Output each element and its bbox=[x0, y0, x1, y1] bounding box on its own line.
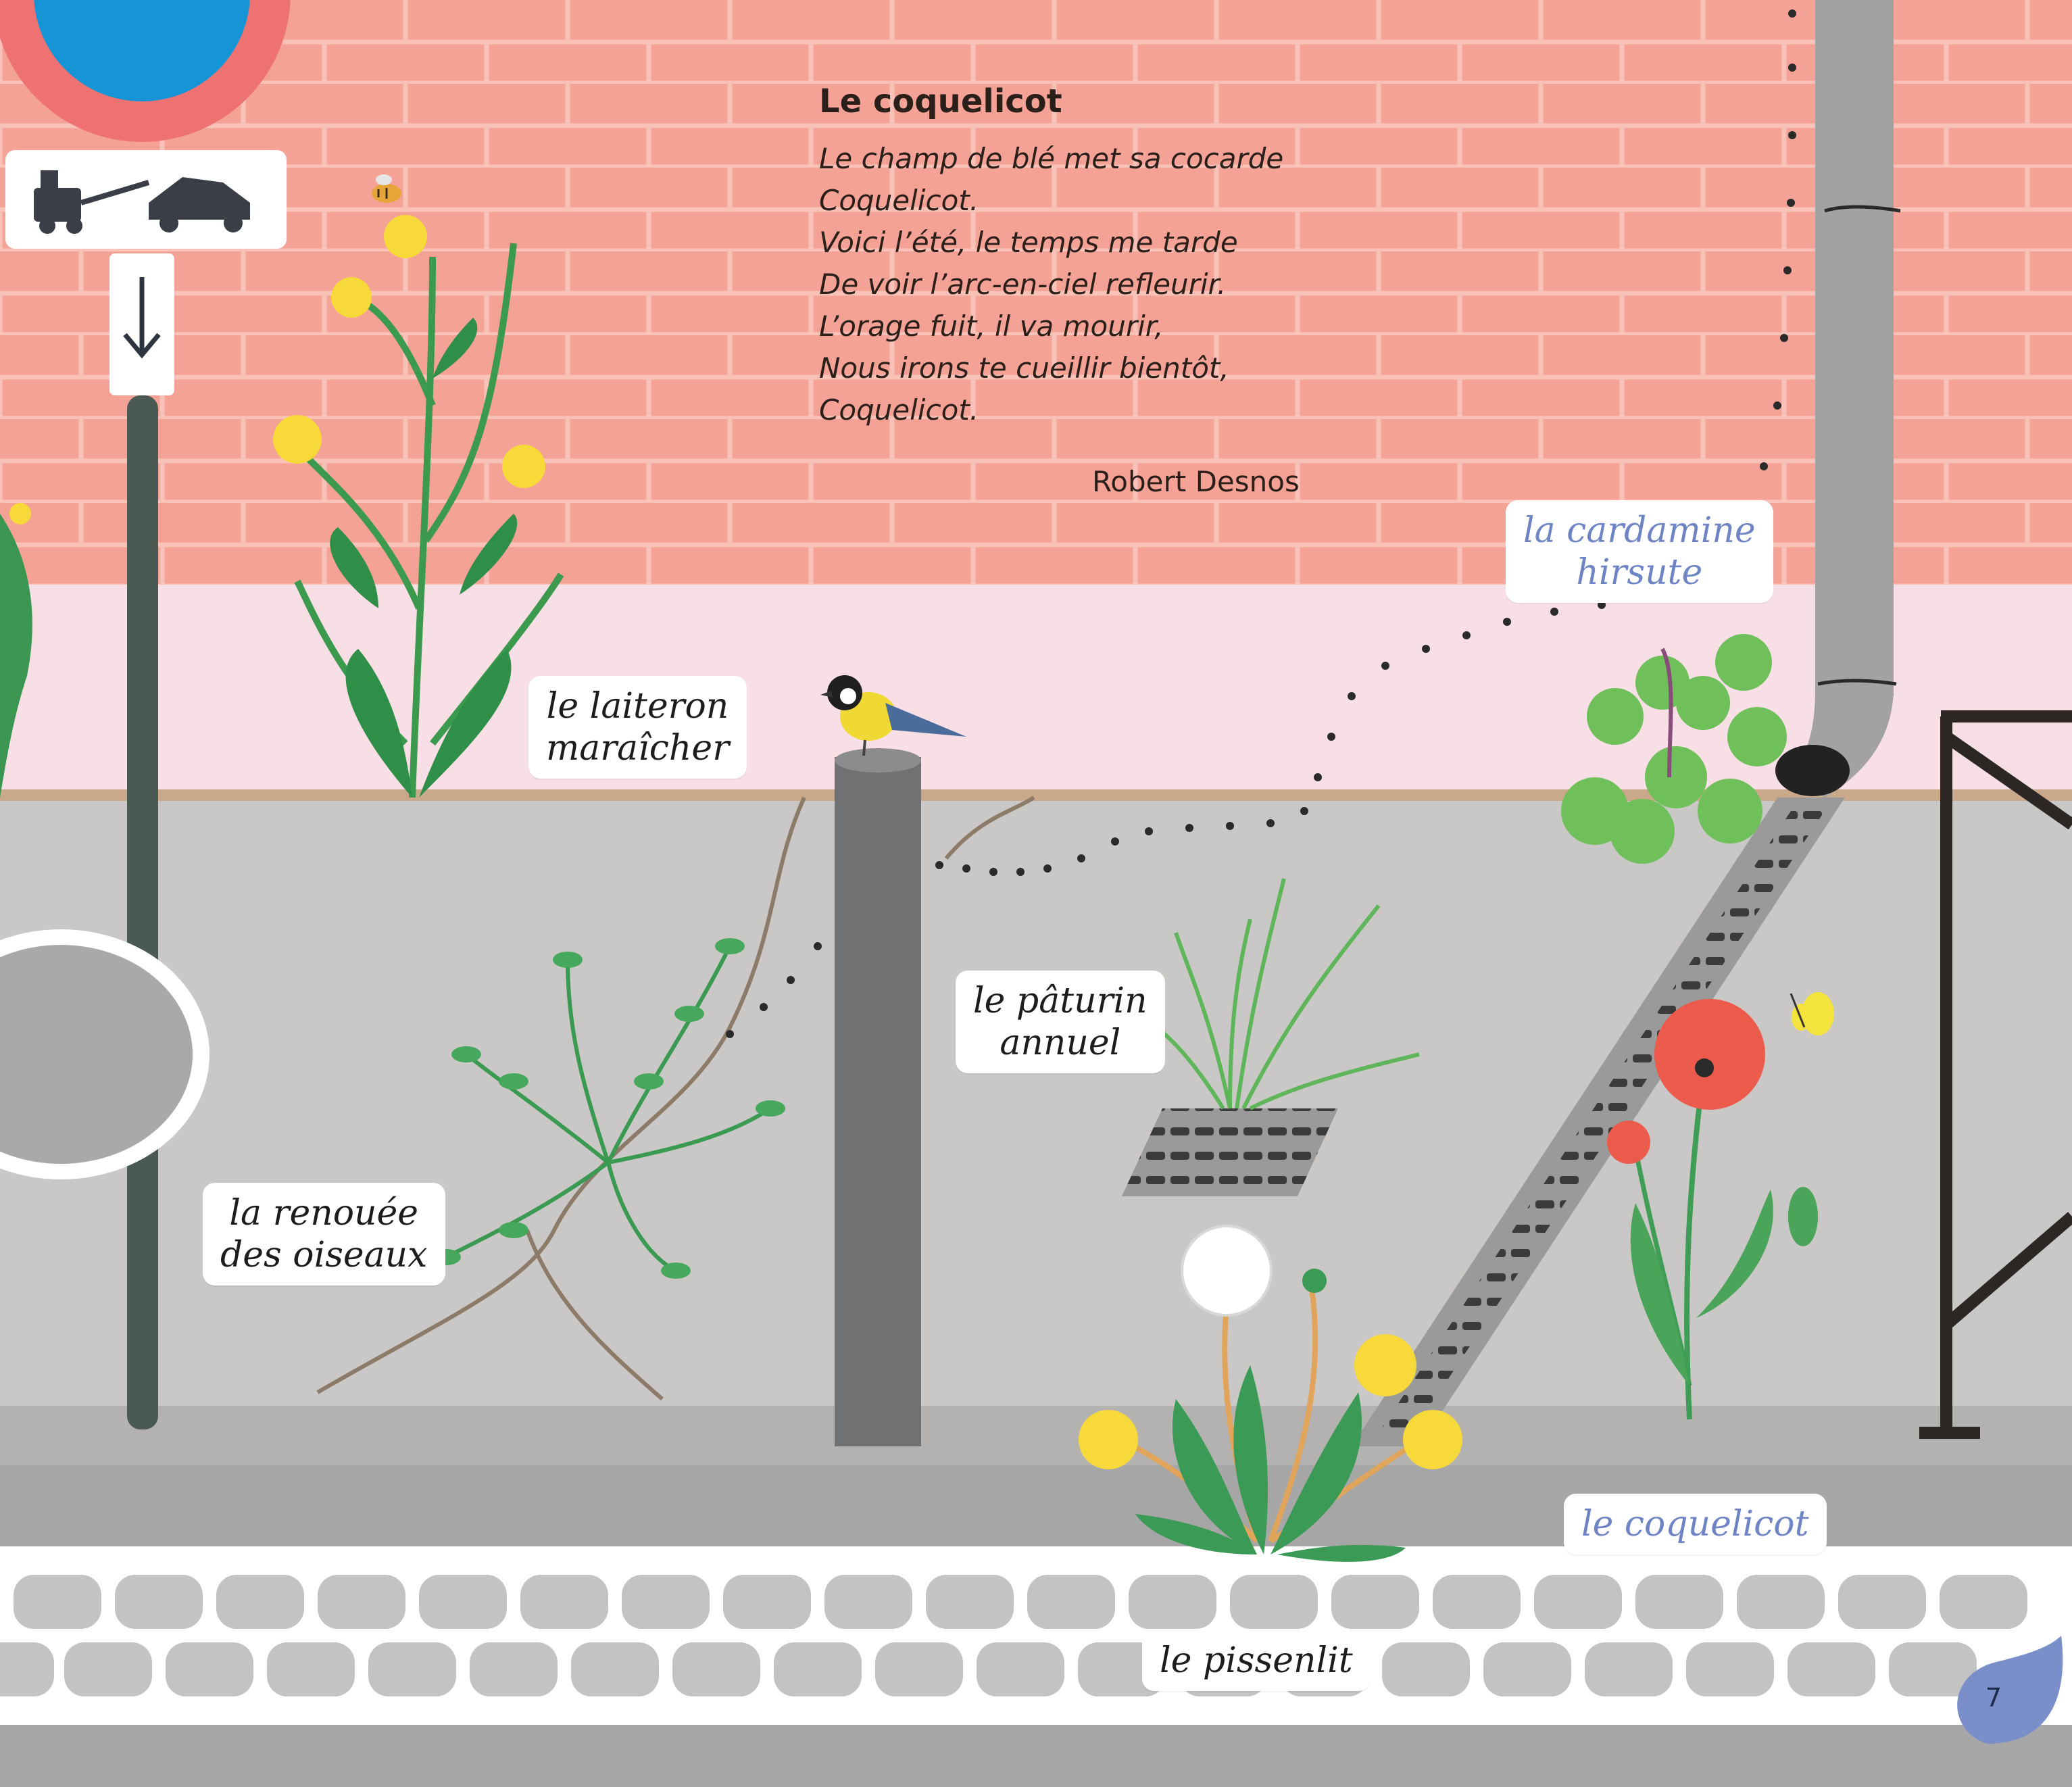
sign-pole bbox=[127, 395, 158, 1429]
poem-line: L’orage fuit, il va mourir, bbox=[819, 310, 1164, 343]
poem-line: Voici l’été, le temps me tarde bbox=[819, 226, 1238, 259]
ant-trail bbox=[726, 9, 1796, 1038]
small-grate bbox=[1122, 1108, 1338, 1196]
label-line: hirsute bbox=[1576, 552, 1703, 593]
page-leaf-icon bbox=[1957, 1636, 2063, 1744]
manhole-cover bbox=[0, 929, 209, 1179]
label-line: le laiteron bbox=[546, 686, 729, 727]
soil-strip bbox=[0, 789, 2072, 804]
dandelion-plant bbox=[1079, 1225, 1462, 1562]
cardamine-plant bbox=[1561, 634, 1787, 864]
poem-author: Robert Desnos bbox=[1092, 465, 1300, 498]
tit-bird bbox=[820, 675, 966, 756]
label-line: maraîcher bbox=[546, 728, 730, 768]
label-laiteron: le laiteron maraîcher bbox=[528, 676, 747, 779]
label-line: la renouée bbox=[229, 1193, 419, 1233]
road bbox=[0, 1722, 2072, 1787]
drain-channel bbox=[1352, 798, 1845, 1446]
railing bbox=[1919, 710, 2072, 1439]
label-renouee: la renouée des oiseaux bbox=[203, 1183, 445, 1286]
page-number: 7 bbox=[1985, 1683, 2002, 1713]
label-cardamine: la cardamine hirsute bbox=[1506, 500, 1773, 603]
pavement-cracks bbox=[316, 795, 1035, 1401]
bollard bbox=[835, 748, 921, 1446]
pink-wall-band bbox=[0, 585, 2072, 801]
poem-line: Coquelicot. bbox=[819, 393, 979, 426]
poem-block: Le coquelicot Le champ de blé met sa coc… bbox=[819, 82, 1360, 431]
laiteron-plant bbox=[273, 215, 564, 798]
bee bbox=[372, 174, 401, 203]
label-line: le pâturin bbox=[973, 981, 1148, 1021]
label-line: annuel bbox=[1000, 1023, 1121, 1063]
no-parking-sign bbox=[0, 0, 291, 1429]
curb-top bbox=[0, 1406, 2072, 1467]
poem-line: Nous irons te cueillir bientôt, bbox=[819, 351, 1229, 385]
label-paturin: le pâturin annuel bbox=[956, 971, 1165, 1073]
butterfly bbox=[1790, 992, 1834, 1035]
downpipe bbox=[1775, 0, 1901, 798]
renouee-leaves bbox=[431, 938, 785, 1279]
renouee-plant bbox=[445, 945, 772, 1273]
poem-line: Le champ de blé met sa cocarde bbox=[819, 142, 1284, 175]
label-line: la cardamine bbox=[1523, 510, 1756, 551]
poppy-plant bbox=[1607, 999, 1818, 1420]
poem-line: De voir l’arc-en-ciel refleurir. bbox=[819, 268, 1227, 301]
poem-line: Coquelicot. bbox=[819, 184, 979, 217]
poem-title: Le coquelicot bbox=[819, 82, 1062, 120]
label-coquelicot: le coquelicot bbox=[1564, 1494, 1827, 1555]
label-line: des oiseaux bbox=[220, 1235, 428, 1275]
left-edge-plant bbox=[0, 503, 32, 798]
label-pissenlit: le pissenlit bbox=[1142, 1630, 1371, 1691]
cobblestone-road bbox=[0, 1567, 2072, 1722]
